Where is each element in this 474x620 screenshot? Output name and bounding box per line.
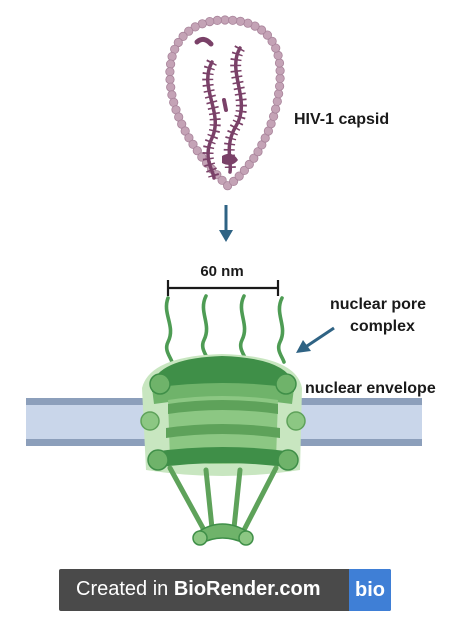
npc-node-left-top	[149, 373, 171, 395]
capsid-bead	[273, 89, 284, 99]
basket-node-right	[238, 530, 254, 546]
capsid-bead	[220, 15, 230, 25]
capsid-bead	[165, 74, 175, 85]
watermark-brand: BioRender.com	[173, 578, 321, 600]
npc-cytoplasmic-ring	[152, 356, 294, 392]
npc-node-right-top	[275, 373, 297, 395]
basket-node-left	[192, 530, 208, 546]
capsid-bead	[272, 96, 282, 107]
npc-label-line2: complex	[350, 318, 415, 335]
npc-nucleoplasmic-ring	[152, 447, 294, 468]
npc-node-right-mid	[286, 411, 306, 431]
biorender-logo: bio	[349, 569, 391, 611]
envelope-label: nuclear envelope	[305, 380, 436, 397]
npc-band-lower	[166, 424, 280, 438]
nuclear-basket	[167, 465, 279, 546]
rna-strand-left	[206, 60, 218, 180]
protein-fragment-bottom	[222, 153, 238, 165]
watermark-prefix: Created in	[76, 578, 174, 600]
capsid-bead	[275, 66, 285, 76]
filament-4	[276, 296, 286, 364]
npc-band-upper	[168, 400, 278, 414]
capsid-bead	[249, 153, 259, 163]
capsid-bead	[275, 73, 285, 84]
capsid-bead	[262, 30, 272, 40]
capsid-bead	[244, 159, 254, 169]
capsid-label: HIV-1 capsid	[294, 111, 389, 128]
capsid-bead	[190, 22, 200, 32]
nuclear-envelope-right	[274, 398, 422, 446]
capsid-bead	[166, 82, 176, 92]
capsid-bead	[234, 171, 244, 181]
capsid-bead	[165, 67, 175, 77]
capsid-bead	[166, 59, 176, 69]
npc-pointer-arrow-icon	[296, 326, 335, 353]
capsid-bead	[184, 26, 194, 36]
capsid-rna-genome	[194, 36, 247, 180]
capsid-bead	[217, 175, 227, 185]
capsid-bead	[235, 16, 245, 26]
filament-1	[164, 296, 174, 364]
capsid-bead	[239, 165, 249, 175]
watermark-text: Created in BioRender.com	[76, 578, 321, 601]
capsid-bead	[178, 31, 188, 42]
capsid-bead	[270, 104, 281, 114]
npc-node-right-bottom	[277, 449, 299, 471]
hiv-capsid-illustration	[165, 15, 285, 191]
capsid-bead	[188, 139, 198, 149]
capsid-bead	[267, 36, 277, 46]
npc-label-line1: nuclear pore	[330, 296, 426, 313]
nuclear-pore-complex	[140, 354, 306, 476]
cytoplasmic-filaments	[164, 294, 286, 364]
basket-strut-3	[231, 467, 243, 531]
capsid-bead	[243, 18, 253, 28]
scale-label: 60 nm	[200, 263, 243, 280]
down-arrow-icon	[219, 205, 233, 242]
capsid-bead	[212, 15, 222, 26]
filament-3	[238, 294, 248, 362]
capsid-bead	[167, 90, 177, 100]
capsid-bead	[167, 51, 177, 62]
capsid-bead	[184, 133, 194, 143]
biorender-watermark: Created in BioRender.com bio	[59, 569, 391, 611]
protein-fragment-top	[194, 36, 214, 47]
capsid-bead	[228, 15, 238, 25]
npc-node-left-bottom	[147, 449, 169, 471]
capsid-bead	[229, 176, 239, 186]
capsid-bead	[274, 81, 285, 91]
basket-strut-1	[167, 465, 207, 533]
capsid-bead	[192, 146, 202, 156]
capsid-bead	[253, 147, 263, 157]
scale-bar	[166, 280, 280, 296]
filament-2	[200, 294, 210, 362]
basket-strut-4	[241, 465, 279, 533]
capsid-bead	[274, 58, 285, 68]
npc-node-left-mid	[140, 411, 160, 431]
nuclear-envelope-left	[26, 398, 172, 446]
protein-fragment-mid	[222, 98, 228, 112]
basket-strut-2	[203, 467, 215, 531]
